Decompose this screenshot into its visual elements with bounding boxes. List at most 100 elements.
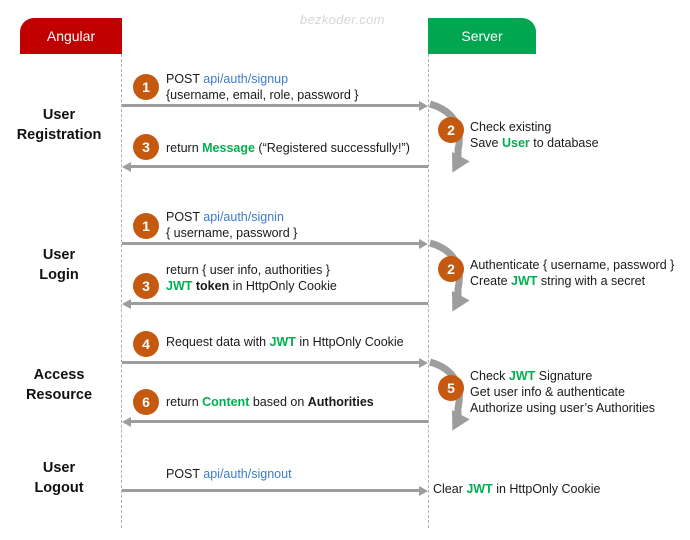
arrow-head: [419, 100, 428, 111]
reg-response-line1: return Message (“Registered successfully…: [166, 140, 410, 156]
access-response-bold: Authorities: [307, 395, 374, 409]
section-label-access-resource: Access Resource: [0, 365, 118, 405]
message-text-logout-server-note: Clear JWT in HttpOnly Cookie: [433, 481, 600, 497]
arrow-shaft: [129, 302, 428, 305]
logout-server-pre: Clear: [433, 482, 467, 496]
step-badge-login-server: 2: [438, 256, 464, 282]
arrow-head: [419, 357, 428, 368]
arrow-shaft: [122, 489, 421, 492]
login-response-keyword: JWT: [166, 279, 193, 293]
section-label-line1: User: [42, 460, 76, 476]
step-badge-login-request: 1: [133, 213, 159, 239]
message-text-login-request: POST api/auth/signin { username, passwor…: [166, 209, 297, 241]
logout-request-method: POST: [166, 467, 204, 481]
reg-server-line2-keyword: User: [501, 136, 530, 150]
access-request-pre: Request data with: [166, 335, 270, 349]
step-badge-reg-response: 3: [133, 134, 159, 160]
arrow-shaft: [129, 165, 428, 168]
login-request-url: api/auth/signin: [203, 210, 284, 224]
login-server-line2-pre: Create: [470, 274, 511, 288]
login-request-method: POST: [166, 210, 204, 224]
access-server-line3: Authorize using user’s Authorities: [470, 401, 656, 415]
reg-server-line1: Check existing: [470, 120, 552, 134]
access-request-line1: Request data with JWT in HttpOnly Cookie: [166, 334, 404, 350]
step-badge-reg-request: 1: [133, 74, 159, 100]
step-badge-access-response: 6: [133, 389, 159, 415]
reg-server-line2-post: to database: [529, 136, 599, 150]
actor-header-angular: Angular: [20, 18, 122, 54]
arrow-access-response: [122, 416, 428, 427]
message-text-access-server: Check JWT Signature Get user info & auth…: [470, 368, 655, 416]
arrow-login-response: [122, 298, 428, 309]
step-badge-access-request: 4: [133, 331, 159, 357]
lifeline-client: [121, 54, 122, 528]
access-response-keyword: Content: [202, 395, 250, 409]
logout-request-url: api/auth/signout: [203, 467, 292, 481]
access-server-line1: Check JWT Signature: [470, 368, 655, 384]
login-response-line1: return { user info, authorities }: [166, 263, 330, 277]
watermark-bezkoder: bezkoder.com: [300, 12, 385, 27]
message-text-reg-request: POST api/auth/signup {username, email, r…: [166, 71, 358, 103]
section-label-line2: Resource: [25, 387, 93, 403]
login-server-line1: Authenticate { username, password }: [470, 258, 675, 272]
arrow-shaft: [129, 420, 428, 423]
arrow-head: [122, 298, 131, 309]
access-server-line1-post: Signature: [535, 369, 593, 383]
access-server-line1-keyword: JWT: [508, 369, 536, 383]
reg-response-keyword: Message: [202, 141, 255, 155]
message-text-logout-request: POST api/auth/signout: [166, 466, 292, 482]
access-request-post: in HttpOnly Cookie: [295, 335, 404, 349]
message-text-reg-response: return Message (“Registered successfully…: [166, 140, 410, 156]
reg-server-line2: Save User to database: [470, 135, 599, 151]
section-label-line1: Access: [33, 367, 85, 383]
lifeline-server: [428, 54, 429, 528]
reg-response-pre: return: [166, 141, 203, 155]
login-response-bold: token: [192, 279, 230, 293]
logout-server-keyword: JWT: [466, 482, 493, 496]
arrow-head: [419, 485, 428, 496]
arrow-logout-request: [122, 485, 428, 496]
message-text-access-response: return Content based on Authorities: [166, 394, 374, 410]
access-server-line2: Get user info & authenticate: [470, 385, 625, 399]
access-response-line1: return Content based on Authorities: [166, 394, 374, 410]
login-server-line2-post: string with a secret: [537, 274, 646, 288]
login-server-line2-keyword: JWT: [511, 274, 538, 288]
access-response-mid: based on: [249, 395, 308, 409]
arrow-access-request: [122, 357, 428, 368]
logout-request-line1: POST api/auth/signout: [166, 466, 292, 482]
message-text-access-request: Request data with JWT in HttpOnly Cookie: [166, 334, 404, 350]
section-label-line1: User: [42, 107, 76, 123]
section-label-user-registration: User Registration: [0, 105, 118, 145]
reg-request-line1: POST api/auth/signup: [166, 71, 358, 87]
arrow-login-request: [122, 238, 428, 249]
section-label-user-logout: User Logout: [0, 458, 118, 498]
arrow-reg-response: [122, 161, 428, 172]
arrow-shaft: [122, 104, 421, 107]
arrow-shaft: [122, 242, 421, 245]
message-text-login-response: return { user info, authorities } JWT to…: [166, 262, 337, 294]
section-label-line2: Logout: [34, 480, 84, 496]
arrow-head: [122, 416, 131, 427]
step-badge-reg-server: 2: [438, 117, 464, 143]
login-request-line1: POST api/auth/signin: [166, 209, 297, 225]
arrow-reg-request: [122, 100, 428, 111]
arrow-head: [419, 238, 428, 249]
login-response-post: in HttpOnly Cookie: [229, 279, 337, 293]
login-response-line2: JWT token in HttpOnly Cookie: [166, 278, 337, 294]
message-text-reg-server: Check existing Save User to database: [470, 119, 599, 151]
reg-server-line2-pre: Save: [470, 136, 502, 150]
arrow-head: [122, 161, 131, 172]
section-label-line2: Login: [39, 267, 79, 283]
section-label-user-login: User Login: [0, 245, 118, 285]
step-badge-access-server: 5: [438, 375, 464, 401]
step-badge-login-response: 3: [133, 273, 159, 299]
section-label-line1: User: [42, 247, 76, 263]
login-server-line2: Create JWT string with a secret: [470, 273, 674, 289]
reg-request-method: POST: [166, 72, 204, 86]
arrow-shaft: [122, 361, 421, 364]
reg-request-line2: {username, email, role, password }: [166, 88, 359, 102]
logout-server-line1: Clear JWT in HttpOnly Cookie: [433, 481, 600, 497]
reg-response-post: (“Registered successfully!”): [254, 141, 410, 155]
login-request-line2: { username, password }: [166, 226, 298, 240]
access-server-line1-pre: Check: [470, 369, 509, 383]
